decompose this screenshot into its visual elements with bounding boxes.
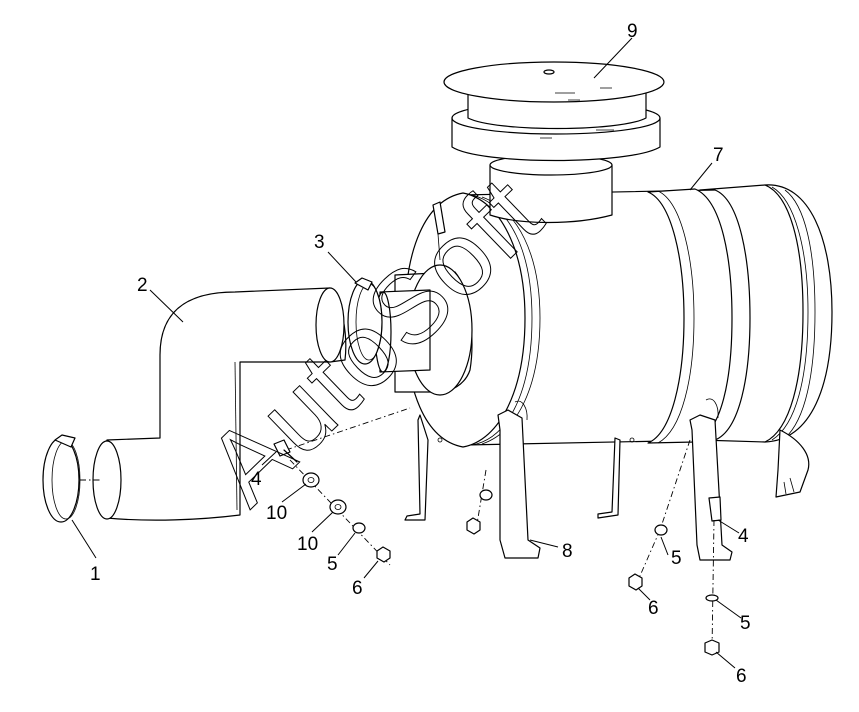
callout-6-left: 6 xyxy=(352,578,363,599)
callout-10-upper: 10 xyxy=(266,503,287,524)
callout-6-mid: 6 xyxy=(648,598,659,619)
fasteners xyxy=(273,407,722,656)
callout-9: 9 xyxy=(627,21,638,42)
callout-5-right: 5 xyxy=(740,613,751,634)
callout-3: 3 xyxy=(314,232,325,253)
inlet-neck xyxy=(374,264,473,396)
callout-4-left: 4 xyxy=(251,469,262,490)
leader-lines xyxy=(71,37,742,669)
callout-7: 7 xyxy=(713,145,724,166)
callout-10-lower: 10 xyxy=(297,534,318,555)
callout-2: 2 xyxy=(137,275,148,296)
hose-clamp-3 xyxy=(347,277,383,365)
callout-4-right: 4 xyxy=(738,526,749,547)
hose-clamp-1 xyxy=(42,434,100,523)
callout-1: 1 xyxy=(90,564,101,585)
callout-8: 8 xyxy=(562,541,573,562)
callout-6-right: 6 xyxy=(736,666,747,687)
callout-labels: 1 2 3 4 10 10 5 6 8 9 7 4 5 6 5 6 xyxy=(90,21,751,687)
intake-elbow-pipe xyxy=(92,287,347,521)
callout-5-left: 5 xyxy=(327,554,338,575)
mounting-brackets xyxy=(404,398,733,561)
top-cap-assembly xyxy=(443,61,665,224)
callout-5-mid: 5 xyxy=(671,548,682,569)
